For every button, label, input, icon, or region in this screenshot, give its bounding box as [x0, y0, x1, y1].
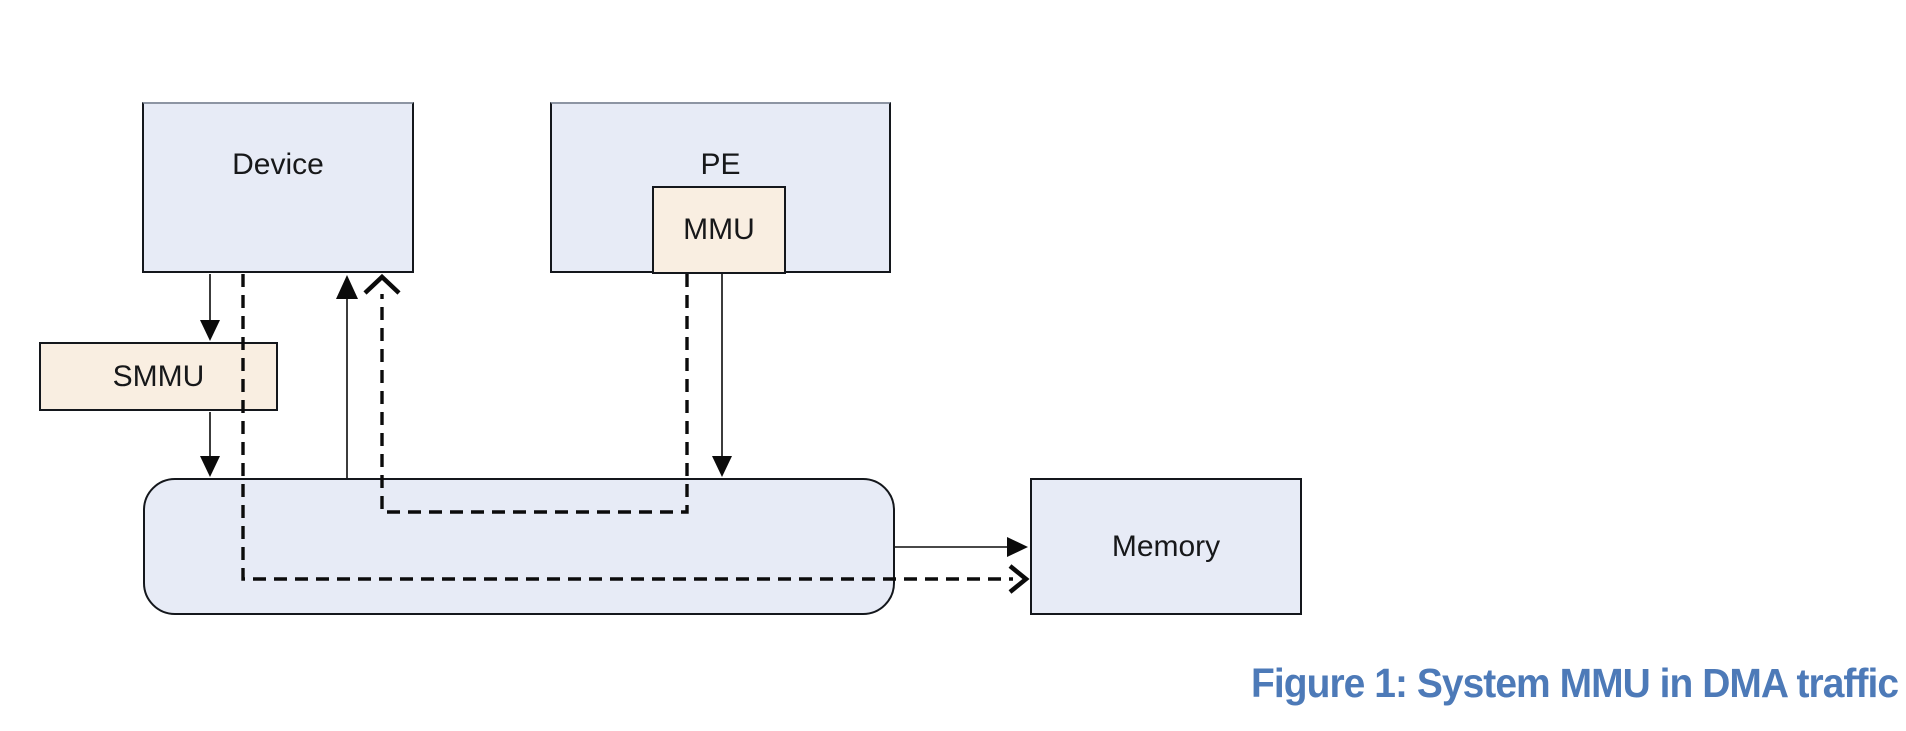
- mmu-node: MMU: [652, 186, 786, 274]
- edge-device-to-smmu: [200, 274, 220, 341]
- device-label: Device: [232, 148, 324, 181]
- edge-mmu-to-device-dashed: [363, 273, 689, 514]
- edge-interconnect-to-memory: [895, 537, 1028, 557]
- edge-interconnect-to-device: [336, 275, 358, 478]
- mmu-label: MMU: [683, 213, 755, 246]
- memory-node: Memory: [1030, 478, 1302, 615]
- edge-smmu-to-interconnect: [200, 412, 220, 477]
- figure-caption: Figure 1: System MMU in DMA traffic: [1250, 660, 1899, 706]
- smmu-node: SMMU: [39, 342, 278, 411]
- edge-mmu-to-interconnect: [712, 274, 732, 477]
- smmu-label: SMMU: [112, 359, 205, 393]
- pe-label: PE: [700, 148, 741, 181]
- device-node: Device: [142, 102, 414, 273]
- interconnect-node: [143, 478, 895, 615]
- memory-label: Memory: [1111, 529, 1221, 563]
